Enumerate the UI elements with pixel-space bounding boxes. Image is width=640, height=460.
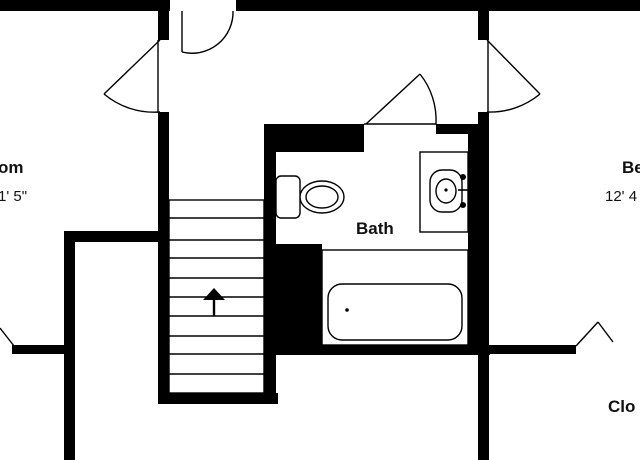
top-wall-left [0, 0, 170, 11]
bathtub [321, 249, 469, 346]
closet-label: Clo [608, 397, 635, 416]
door-left-bedroom-lower [0, 327, 15, 347]
bath-fixtures [275, 151, 470, 346]
bath-top-wall-right [436, 124, 480, 134]
left-lower-wall-top [64, 231, 164, 242]
stairs [168, 199, 265, 394]
bath-right-wall [468, 124, 480, 354]
stair-bottom-wall [158, 393, 278, 404]
hall-left-wall [158, 112, 169, 402]
doors [0, 10, 614, 347]
hall-left-wall-upper [158, 0, 169, 40]
door-bath [364, 73, 437, 125]
hall-right-wall [478, 112, 489, 460]
door-closet [575, 321, 614, 347]
top-wall-middle [236, 0, 490, 11]
bath-top-wall-left [264, 124, 364, 152]
door-left-bedroom [103, 39, 161, 113]
right-bedroom-bottom-wall [478, 345, 576, 354]
left-bedroom-dimension: 1' 5" [0, 188, 27, 205]
labels: Bath om 1' 5" Be 12' 4 Clo [0, 158, 640, 416]
bath-bottom-wall [264, 345, 490, 355]
sink [419, 151, 470, 233]
left-bedroom-label: om [0, 158, 24, 177]
top-wall-right [478, 0, 640, 11]
arrow-up-icon [203, 288, 225, 316]
right-bedroom-label: Be [622, 158, 640, 177]
toilet [275, 175, 345, 219]
door-right-bedroom [486, 39, 541, 113]
bath-label: Bath [356, 219, 394, 238]
right-bedroom-dimension: 12' 4 [605, 188, 637, 205]
door-top-hall [181, 10, 234, 54]
left-bedroom-bottom-wall [12, 345, 72, 354]
bath-black-block [264, 244, 322, 354]
hall-right-wall-upper [478, 0, 489, 40]
